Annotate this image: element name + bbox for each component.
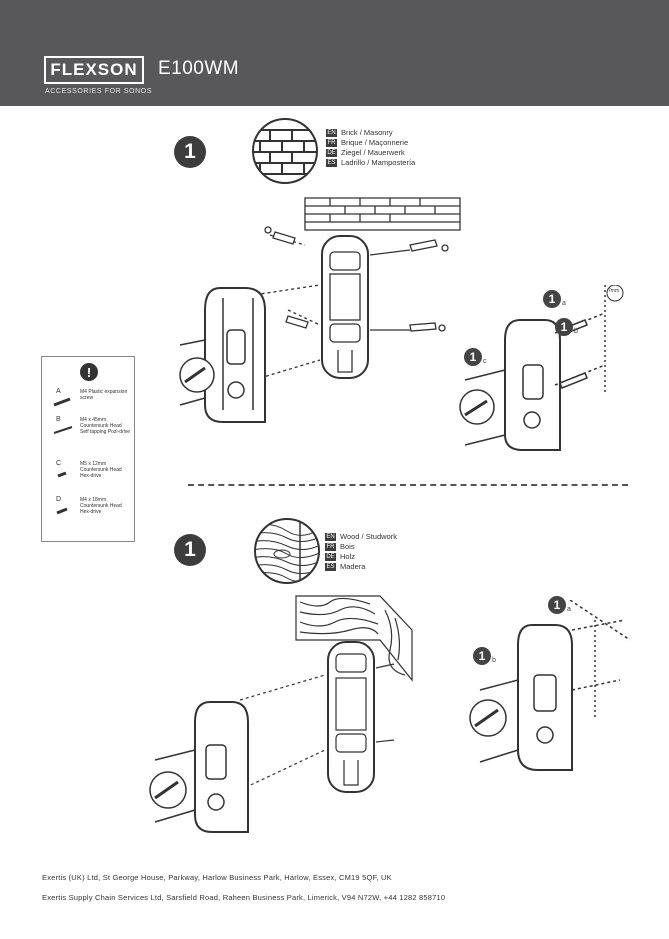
wood-mount-diagram [239, 595, 413, 793]
legend-desc: M4 Plastic expansion screw [80, 389, 128, 401]
brand-tagline: ACCESSORIES FOR SONOS [45, 88, 153, 95]
warning-icon: ! [80, 363, 98, 381]
legend-desc: M4 x 18mm Countersunk Head Hex-drive [80, 497, 122, 515]
lang-code: ES [326, 159, 337, 167]
substep-number: 1 [464, 348, 482, 366]
speaker-masonry-left [179, 287, 266, 423]
lang-text: Brick / Masonry [341, 128, 393, 137]
lang-code: FR [326, 139, 337, 147]
wood-grain-icon [254, 518, 320, 584]
substep-letter: c [483, 357, 487, 365]
brand-logo: FLEXSON [44, 56, 144, 84]
lang-text: Brique / Maçonnerie [341, 138, 409, 147]
lang-text: Madera [340, 562, 366, 571]
substep-masonry-b: 1 b [555, 318, 578, 336]
lang-code: DE [326, 149, 337, 157]
lang-text: Wood / Studwork [340, 532, 397, 541]
substep-wood-b: 1 b [473, 647, 496, 665]
brick-wall-icon [252, 118, 318, 184]
substep-masonry-c: 1 c [464, 348, 487, 366]
substep-number: 1 [543, 290, 561, 308]
legend-letter: D [56, 496, 62, 503]
substep-wood-a: 1 a [548, 596, 571, 614]
substep-number: 1 [555, 318, 573, 336]
section-divider [188, 484, 628, 486]
material-languages-wood: EN Wood / Studwork FR Bois DE Holz ES Madera [325, 532, 397, 572]
footer-address-uk: Exertis (UK) Ltd, St George House, Parkw… [42, 873, 392, 882]
speaker-masonry-right [459, 285, 624, 451]
legend-letter: C [56, 460, 62, 467]
step-number-masonry: 1 [174, 136, 206, 168]
lang-code: ES [325, 563, 336, 571]
legend-letter: A [56, 388, 61, 395]
lang-text: Holz [340, 552, 356, 561]
lang-code: EN [325, 533, 336, 541]
speaker-wood-right [469, 600, 631, 771]
legend-letter: B [56, 416, 61, 423]
lang-text: Ladrillo / Mampostería [341, 158, 416, 167]
substep-masonry-a: 1 a [543, 290, 566, 308]
legend-desc: M5 x 12mm Countersunk Head Hex-drive [80, 461, 122, 479]
lang-code: EN [326, 129, 337, 137]
hardware-legend: ! A M4 Plastic expansion screw B M4 x 45… [41, 356, 135, 542]
substep-number: 1 [473, 647, 491, 665]
speaker-wood-left [149, 701, 249, 833]
lang-text: Bois [340, 542, 355, 551]
header-bar: FLEXSON E100WM ACCESSORIES FOR SONOS [0, 0, 669, 106]
substep-letter: a [567, 605, 571, 613]
step-number-wood: 1 [174, 534, 206, 566]
substep-number: 1 [548, 596, 566, 614]
lang-code: DE [325, 553, 336, 561]
drill-size-label: 7mm [608, 288, 620, 294]
substep-letter: a [562, 299, 566, 307]
lang-code: FR [325, 543, 336, 551]
substep-letter: b [574, 327, 578, 335]
footer-address-ie: Exertis Supply Chain Services Ltd, Sarsf… [42, 893, 446, 902]
model-number: E100WM [158, 58, 240, 79]
legend-desc: M4 x 45mm Countersunk Head Self tapping … [80, 417, 131, 435]
long-screw-icon [53, 426, 73, 434]
short-screw-icon [57, 471, 67, 478]
lang-text: Ziegel / Mauerwerk [341, 148, 405, 157]
plastic-plug-icon [53, 397, 71, 407]
substep-letter: b [492, 656, 496, 664]
hex-screw-icon [56, 507, 68, 515]
masonry-mount-diagram [219, 197, 461, 391]
